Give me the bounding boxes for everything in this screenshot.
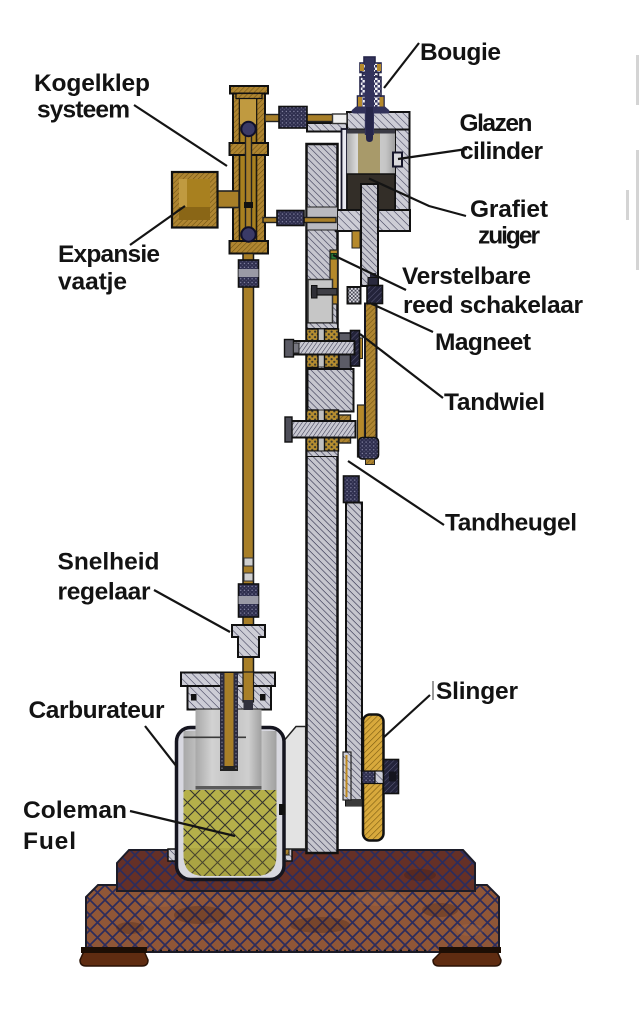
svg-text:Grafiet: Grafiet [470,196,548,223]
svg-text:Coleman: Coleman [23,797,127,824]
svg-text:Tandwiel: Tandwiel [444,389,545,416]
svg-text:Slinger: Slinger [436,678,518,705]
svg-text:Fuel: Fuel [23,828,76,855]
svg-text:Snelheid: Snelheid [58,548,160,575]
svg-text:vaatje: vaatje [58,269,127,296]
svg-text:Bougie: Bougie [420,39,501,66]
svg-text:reed schakelaar: reed schakelaar [403,292,583,319]
svg-text:systeem: systeem [37,97,130,124]
svg-text:zuiger: zuiger [478,223,540,250]
svg-text:Tandheugel: Tandheugel [445,509,577,536]
svg-text:cilinder: cilinder [460,138,543,165]
svg-text:Expansie: Expansie [58,241,160,268]
svg-text:Carburateur: Carburateur [29,697,165,724]
svg-text:Verstelbare: Verstelbare [402,263,531,290]
svg-text:Kogelklep: Kogelklep [34,70,150,97]
svg-text:Magneet: Magneet [435,329,531,356]
svg-text:Glazen: Glazen [460,110,533,137]
svg-text:regelaar: regelaar [58,578,151,605]
